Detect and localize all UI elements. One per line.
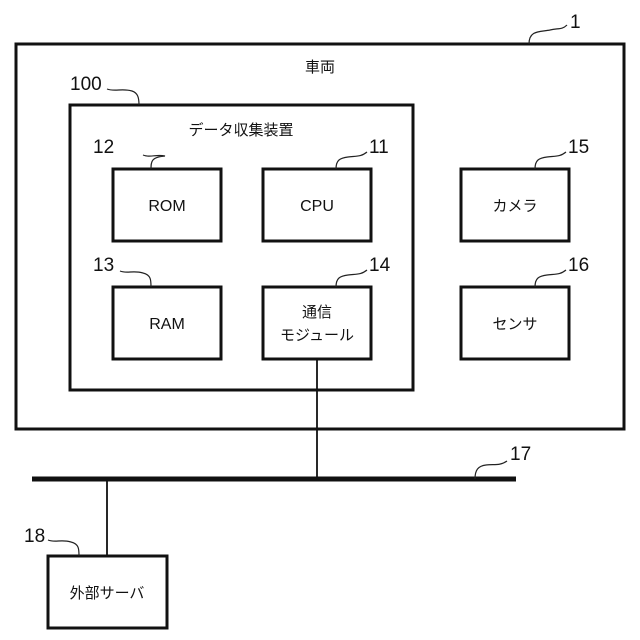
vehicle-ref: 1 bbox=[570, 12, 581, 33]
comm-module-label-line1: 通信 bbox=[302, 303, 332, 321]
sensor-label: センサ bbox=[492, 315, 537, 333]
network-leader bbox=[475, 461, 507, 479]
ram-leader bbox=[120, 271, 151, 287]
camera-leader bbox=[535, 152, 566, 169]
collector-leader bbox=[107, 89, 139, 105]
comm-module-block: 通信 モジュール 14 bbox=[263, 255, 391, 359]
sensor-leader bbox=[535, 270, 566, 287]
vehicle-label: 車両 bbox=[305, 58, 335, 76]
rom-leader bbox=[143, 155, 165, 169]
cpu-ref: 11 bbox=[369, 137, 389, 158]
collector-ref: 100 bbox=[70, 74, 102, 95]
ram-label: RAM bbox=[149, 316, 185, 333]
rom-block: ROM 12 bbox=[93, 137, 221, 241]
comm-module-ref: 14 bbox=[369, 255, 391, 276]
sensor-ref: 16 bbox=[568, 255, 589, 276]
camera-label: カメラ bbox=[492, 197, 537, 215]
ram-ref: 13 bbox=[93, 255, 114, 276]
sensor-block: センサ 16 bbox=[461, 255, 589, 359]
comm-module-label-line2: モジュール bbox=[280, 326, 354, 344]
server-leader bbox=[48, 540, 79, 556]
cpu-leader bbox=[336, 152, 367, 169]
server-label: 外部サーバ bbox=[70, 584, 145, 602]
collector-label: データ収集装置 bbox=[188, 121, 293, 139]
camera-ref: 15 bbox=[568, 137, 589, 158]
rom-label: ROM bbox=[148, 198, 185, 215]
comm-module-box bbox=[263, 287, 371, 359]
comm-module-leader bbox=[336, 270, 367, 287]
ram-block: RAM 13 bbox=[93, 255, 221, 359]
cpu-label: CPU bbox=[300, 198, 334, 215]
server-block: 外部サーバ 18 bbox=[24, 526, 167, 628]
server-ref: 18 bbox=[24, 526, 45, 547]
rom-ref: 12 bbox=[93, 137, 114, 158]
cpu-block: CPU 11 bbox=[263, 137, 389, 241]
camera-block: カメラ 15 bbox=[461, 137, 589, 241]
network-ref: 17 bbox=[510, 444, 531, 465]
vehicle-leader bbox=[529, 25, 567, 44]
